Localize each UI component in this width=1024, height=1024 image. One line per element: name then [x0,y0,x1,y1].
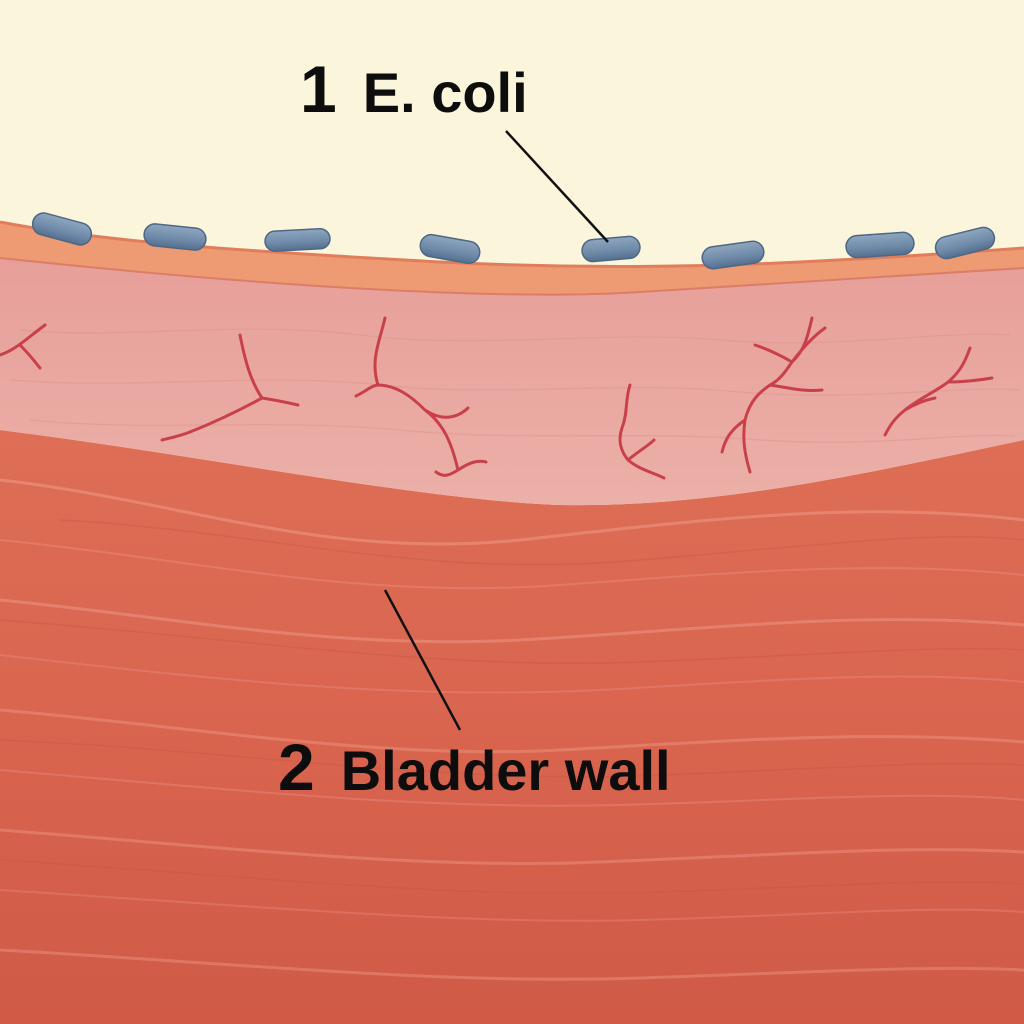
label-number: 2 [278,730,315,804]
muscle-fibers [0,478,1024,981]
basement-membrane [0,257,1024,296]
bacterium-icon [934,226,996,260]
muscle-layer [0,430,1024,1024]
urothelium-layer [0,222,1024,295]
bacterium-icon [264,228,331,252]
label-number: 1 [300,52,337,126]
bacterium-icon [143,223,207,251]
lamina-texture [9,328,1021,443]
leader-line-bladder-wall [383,589,462,731]
bacterium-icon [845,231,915,259]
bacteria-group [31,212,996,270]
leader-line-e-coli [505,130,609,243]
blood-vessel-icon [0,316,994,480]
label-text: E. coli [362,61,528,124]
bacterium-icon [31,212,93,246]
label-text: Bladder wall [340,739,671,802]
bacterium-icon [701,240,765,270]
lamina-propria-layer [0,258,1024,506]
bacterium-icon [581,235,641,263]
bacterium-icon [419,233,481,265]
